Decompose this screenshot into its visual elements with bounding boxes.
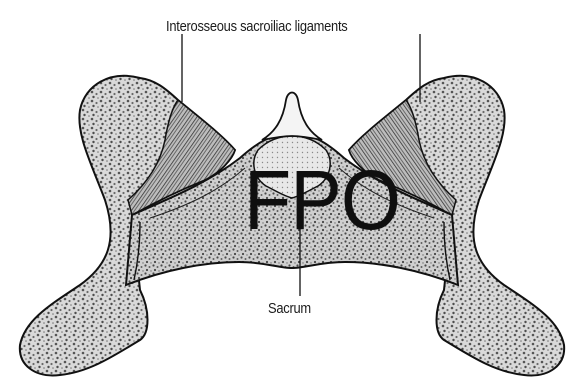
spinous-process: [262, 93, 322, 141]
ligaments-label: Interosseous sacroiliac ligaments: [166, 18, 348, 35]
fpo-placeholder: FPO: [244, 158, 400, 242]
sacrum-label: Sacrum: [268, 300, 311, 317]
